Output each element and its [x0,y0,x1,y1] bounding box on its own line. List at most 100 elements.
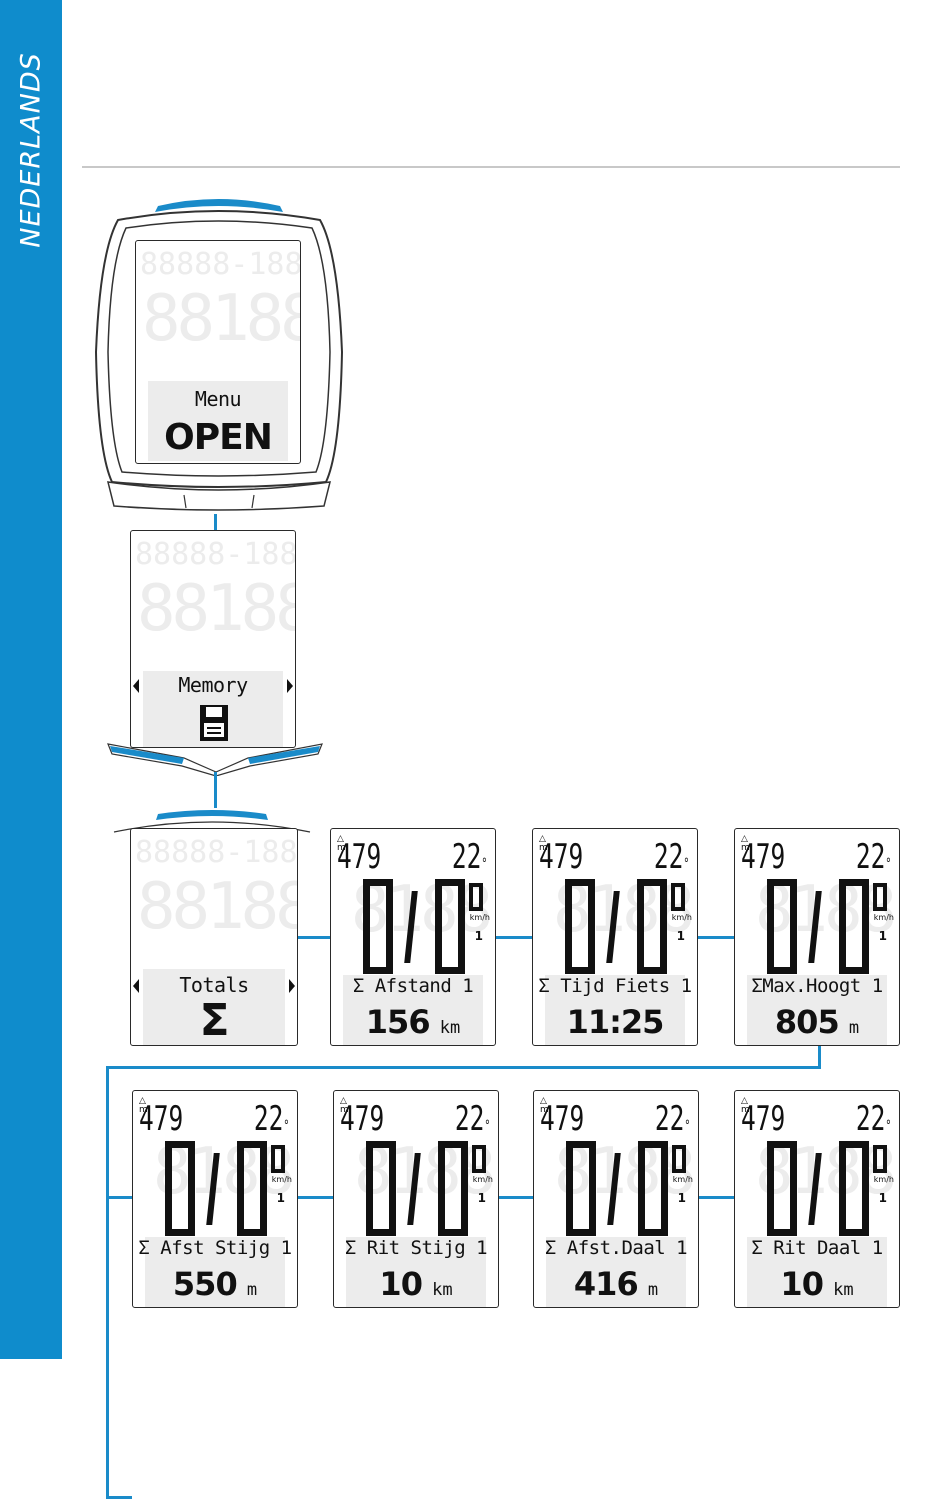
trip-indicator: 1 [878,1191,887,1205]
temperature-readout: 22° [653,837,689,877]
screen-label: ΣMax.Hoogt 1 [751,975,883,997]
device-display-label: Menu [194,387,242,411]
speed-decimal-digit [435,879,465,974]
chevron-left-icon[interactable] [133,679,139,693]
altitude-readout: 479 [139,1099,184,1139]
chevron-right-icon[interactable] [287,679,293,693]
temperature-readout: 22° [855,837,891,877]
mountain-icon: △m [741,834,750,853]
altitude-readout: 479 [539,837,584,877]
memory-label: Memory [178,673,248,697]
mountain-icon: △m [540,1096,549,1115]
speed-fraction-digit [469,883,483,911]
device-display-value: OPEN [164,417,273,458]
speed-decimal-digit [839,879,869,974]
screen-label: Σ Afstand 1 [352,975,474,997]
connector-line [298,936,330,939]
screen-label: Σ Afst Stijg 1 [138,1237,292,1259]
altitude-readout: 479 [340,1099,385,1139]
speed-unit: km/h [271,1175,292,1184]
speed-unit: km/h [873,1175,894,1184]
speed-digit [566,1141,596,1236]
temperature-readout: 22° [451,837,487,877]
speed-digit [767,1141,797,1236]
trip-indicator: 1 [477,1191,486,1205]
screen-label: Σ Tijd Fiets 1 [538,975,692,997]
speed-fraction-digit [873,1145,887,1173]
speed-decimal-digit [438,1141,468,1236]
screen-label: Σ Rit Daal 1 [751,1237,883,1259]
connector-line [106,1196,132,1199]
speed-digit [165,1141,195,1236]
connector-line [498,1196,534,1199]
value-unit: m [848,1018,860,1038]
mountain-icon: △m [337,834,346,853]
value-unit: km [833,1280,854,1300]
screen-value: 11:25 [566,1003,665,1041]
mountain-icon: △m [340,1096,349,1115]
speed-digit [363,879,393,974]
speed-decimal-digit [237,1141,267,1236]
screen-label: Σ Afst.Daal 1 [544,1237,688,1259]
trip-indicator: 1 [676,929,685,943]
speed-fraction-digit [472,1145,486,1173]
screen-label: Σ Rit Stijg 1 [344,1237,488,1259]
screen-value: 805 m [774,1003,860,1041]
value-unit: m [647,1280,659,1300]
connector-line [106,1066,821,1069]
totals-screen: 88888-188 88188 Totals Σ [130,828,298,1046]
memory-bumper [107,743,323,776]
connector-line [698,936,734,939]
altitude-readout: 479 [741,837,786,877]
connector-device-menu [214,514,217,530]
language-sidebar: NEDERLANDS [0,0,62,1359]
speed-digit [565,879,595,974]
floppy-disk-icon [200,705,228,741]
value-unit: km [439,1018,461,1038]
speed-unit: km/h [469,913,490,922]
totals-bumper [113,810,311,833]
trip-indicator: 1 [276,1191,285,1205]
speed-digit [767,879,797,974]
screen-value: 10 km [780,1265,854,1303]
mountain-icon: △m [139,1096,148,1115]
totals-label: Totals [179,973,249,997]
altitude-readout: 479 [741,1099,786,1139]
screen-value: 416 m [573,1265,659,1303]
trip-indicator: 1 [474,929,483,943]
sidebar-language-label: NEDERLANDS [15,52,47,248]
speed-unit: km/h [671,913,692,922]
connector-line [496,936,532,939]
chevron-right-icon[interactable] [289,979,295,993]
header-rule [82,166,900,168]
display-ghost-segments: 88888-188 88188 [140,247,301,356]
temperature-readout: 22° [654,1099,690,1139]
chevron-left-icon[interactable] [133,979,139,993]
connector-menu-totals [214,772,217,808]
temperature-readout: 22° [253,1099,289,1139]
connector-line [298,1196,334,1199]
speed-decimal-digit [637,879,667,974]
speed-unit: km/h [472,1175,493,1184]
temperature-readout: 22° [855,1099,891,1139]
value-unit: m [246,1280,258,1300]
speed-fraction-digit [671,883,685,911]
trip-indicator: 1 [878,929,887,943]
speed-fraction-digit [672,1145,686,1173]
speed-digit [366,1141,396,1236]
screen-value: 10 km [379,1265,453,1303]
connector-line [818,1044,821,1068]
connector-line [698,1196,734,1199]
speed-unit: km/h [873,913,894,922]
connector-line [106,1066,109,1498]
speed-fraction-digit [271,1145,285,1173]
trip-indicator: 1 [677,1191,686,1205]
mountain-icon: △m [539,834,548,853]
screen-value: 156 km [365,1003,461,1041]
speed-unit: km/h [672,1175,693,1184]
